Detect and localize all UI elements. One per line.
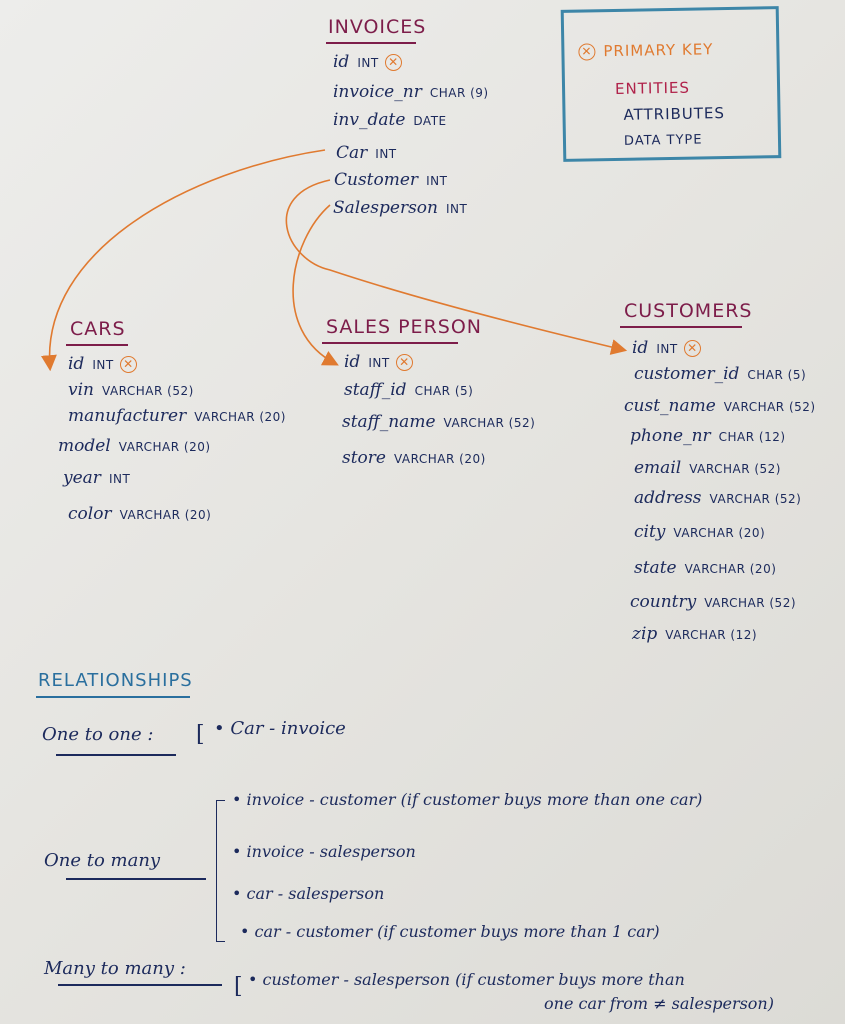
primary-key-icon: ✕	[683, 340, 701, 357]
entity-underline-cars	[66, 344, 128, 346]
one-to-many-item-1: • invoice - customer (if customer buys m…	[232, 790, 703, 809]
legend-primary-key: ✕PRIMARY KEY	[578, 40, 714, 61]
entity-underline-customers	[620, 326, 742, 328]
many-to-many-item-1-cont: one car from ≠ salesperson)	[544, 994, 774, 1013]
primary-key-icon: ✕	[395, 354, 413, 371]
legend-attributes: ATTRIBUTES	[623, 104, 726, 124]
one-to-many-item-2: • invoice - salesperson	[232, 842, 416, 861]
entity-underline-invoices	[326, 42, 416, 44]
one-to-one-bracket: [	[196, 722, 205, 747]
relationships-heading: RELATIONSHIPS	[38, 670, 193, 691]
entity-title-sales-person: SALES PERSON	[326, 316, 482, 338]
entity-title-invoices: INVOICES	[328, 16, 427, 38]
legend-box: ✕PRIMARY KEY ENTITIES ATTRIBUTES DATA TY…	[560, 6, 782, 162]
legend-data-type: DATA TYPE	[623, 132, 703, 149]
one-to-many-underline	[66, 878, 206, 880]
arrow-salesperson-to-sales-person	[292, 204, 339, 366]
many-to-many-underline	[58, 984, 222, 986]
many-to-many-bracket: [	[234, 974, 243, 999]
many-to-many-label: Many to many :	[44, 958, 186, 979]
one-to-many-label: One to many	[44, 850, 161, 871]
many-to-many-item-1: • customer - salesperson (if customer bu…	[248, 970, 685, 989]
one-to-one-item-1: • Car - invoice	[214, 718, 346, 739]
entity-title-customers: CUSTOMERS	[624, 300, 753, 322]
entity-underline-sales-person	[322, 342, 458, 344]
primary-key-icon: ✕	[384, 54, 402, 71]
relationships-heading-underline	[36, 696, 190, 698]
one-to-one-label: One to one :	[42, 724, 154, 745]
one-to-one-underline	[56, 754, 176, 756]
entity-title-cars: CARS	[70, 318, 126, 340]
one-to-many-item-4: • car - customer (if customer buys more …	[240, 922, 660, 941]
one-to-many-item-3: • car - salesperson	[232, 884, 385, 903]
primary-key-icon: ✕	[578, 43, 596, 61]
legend-entities: ENTITIES	[614, 78, 691, 98]
one-to-many-bracket	[216, 800, 225, 942]
primary-key-icon: ✕	[119, 356, 137, 373]
